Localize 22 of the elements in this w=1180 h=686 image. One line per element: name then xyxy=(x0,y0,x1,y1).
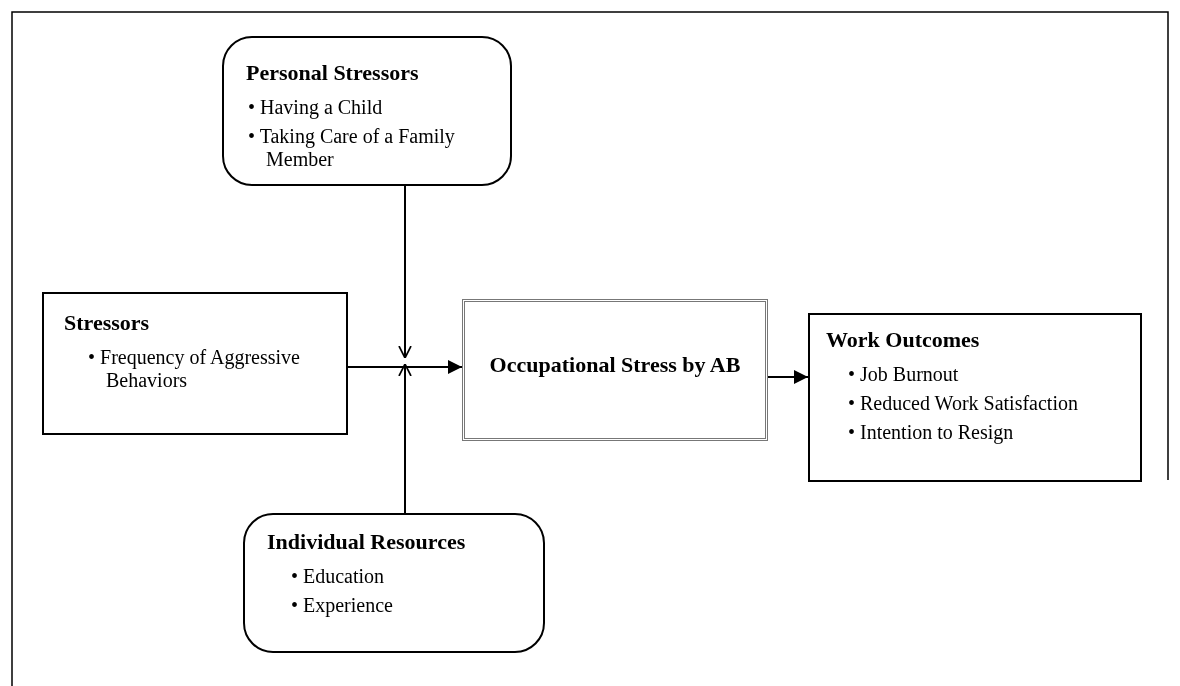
box-heading: Personal Stressors xyxy=(246,60,420,87)
arrow xyxy=(398,185,412,359)
box-heading: Individual Resources xyxy=(267,529,467,556)
bullet-item: • Reduced Work Satisfaction xyxy=(848,392,1079,416)
process-box xyxy=(462,299,768,441)
process-box xyxy=(42,292,348,435)
box-heading: Work Outcomes xyxy=(826,327,981,354)
arrow xyxy=(347,360,463,374)
bullet-item: • Job Burnout xyxy=(848,363,960,387)
process-box xyxy=(808,313,1142,482)
bullet-item: • Having a Child xyxy=(248,96,384,120)
box-heading: Stressors xyxy=(64,310,151,337)
bullet-item: • Frequency of Aggressive Behaviors xyxy=(88,346,301,393)
bullet-item: • Intention to Resign xyxy=(848,421,1015,445)
bullet-item: • Taking Care of a Family Member xyxy=(248,125,456,172)
rounded-box xyxy=(222,36,512,186)
arrow xyxy=(398,363,412,514)
box-heading: Occupational Stress by AB xyxy=(489,351,741,379)
bullet-item: • Experience xyxy=(291,594,394,618)
rounded-box xyxy=(243,513,545,653)
arrow xyxy=(767,370,809,384)
bullet-item: • Education xyxy=(291,565,386,589)
